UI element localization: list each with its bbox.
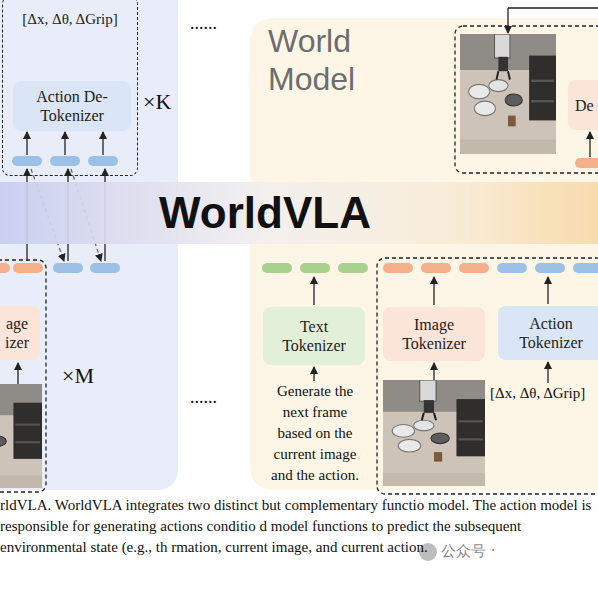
node-label: Action Tokenizer [503,314,598,352]
output-group: [Δx, Δθ, ΔGrip] Action De-Tokenizer [2,0,138,176]
repeat-count: ×M [62,362,102,390]
action-vector: [Δx, Δθ, ΔGrip] [490,384,598,403]
repeat-count: ×K [143,88,183,116]
left-tokens [0,156,120,273]
watermark: 公众号 · [441,542,531,561]
banner-title: WorldVLA [0,189,530,237]
figure-caption: rldVLA. WorldVLA integrates two distinct… [0,495,598,558]
node-label: De [575,96,598,115]
tokenizer-box: Image Tokenizer [383,307,485,361]
robot-scene-image [383,380,485,486]
group-outline [455,26,598,173]
detokenizer-box: De [568,80,598,130]
detokenizer-box: Action De-Tokenizer [13,81,131,131]
tokenizer-box: Action Tokenizer [498,306,598,360]
group-outline [377,258,598,494]
world-model-flow [314,8,598,494]
ellipsis-mark: ...... [190,12,240,35]
tokenizer-box: age izer [0,306,40,360]
tokenizer-box: Text Tokenizer [263,307,365,365]
node-label: Image Tokenizer [388,315,480,353]
robot-scene-image [460,34,556,154]
node-label: Text Tokenizer [268,317,360,355]
node-label: age izer [0,314,36,352]
node-label: Action De-Tokenizer [18,87,126,125]
group-outline [0,260,46,492]
robot-scene-image [0,384,42,488]
node-label: [Δx, Δθ, ΔGrip] [5,10,135,29]
ellipsis-mark: ...... [190,386,240,409]
node-label: World Model [268,22,418,98]
action-model-panel [0,0,178,490]
instruction-text: Generate the next frame based on the cur… [265,381,365,486]
title-banner [0,182,598,244]
left-token-flow [0,132,105,492]
